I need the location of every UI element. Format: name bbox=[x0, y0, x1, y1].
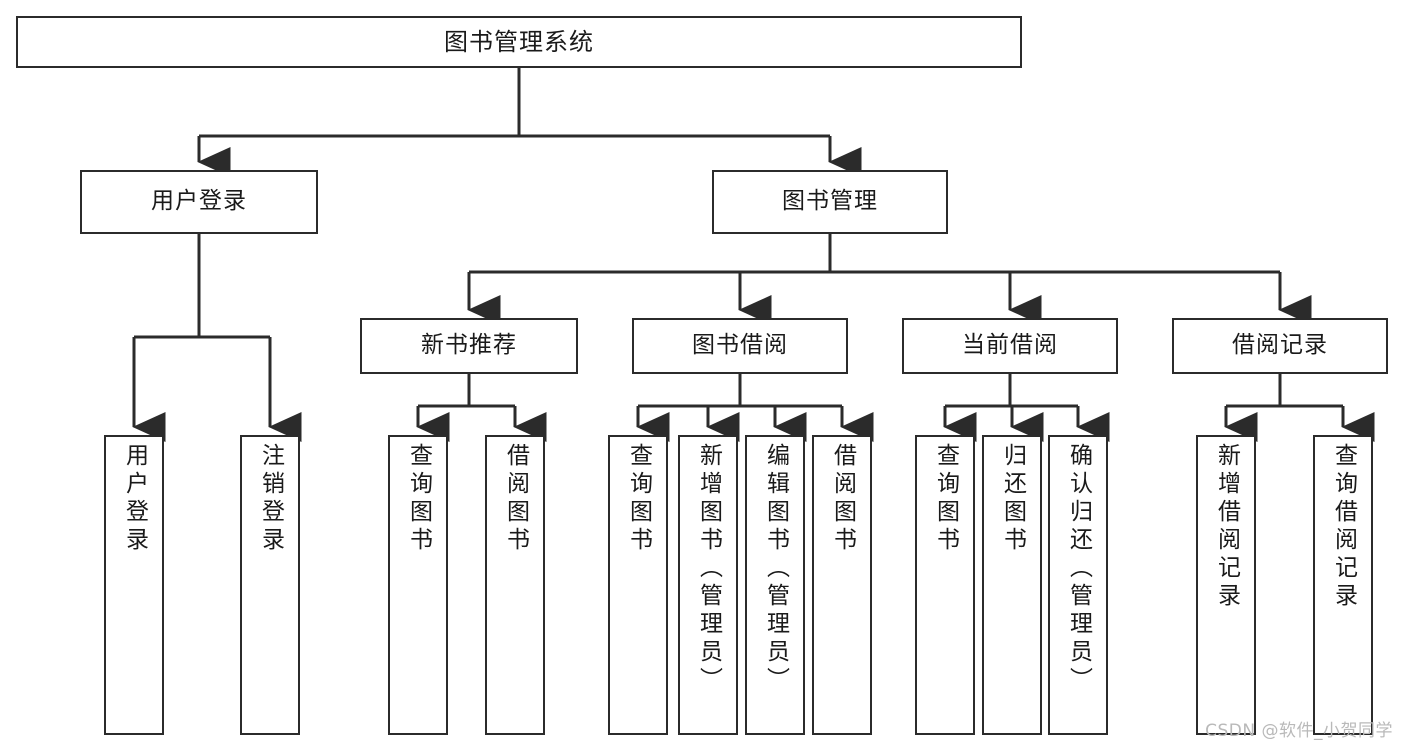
node-book-manage[interactable]: 图书管理 bbox=[712, 170, 948, 234]
node-leaf-query-book-1[interactable]: 查询图书 bbox=[388, 435, 448, 735]
node-borrow-record-label: 借阅记录 bbox=[1232, 332, 1328, 359]
node-book-borrow-label: 图书借阅 bbox=[692, 332, 788, 359]
node-leaf-borrow-book-1-label: 借阅图书 bbox=[502, 443, 529, 555]
node-leaf-user-login-label: 用户登录 bbox=[121, 443, 148, 555]
node-leaf-return-book[interactable]: 归还图书 bbox=[982, 435, 1042, 735]
node-leaf-query-book-1-label: 查询图书 bbox=[405, 443, 432, 555]
node-leaf-query-book-2[interactable]: 查询图书 bbox=[608, 435, 668, 735]
node-new-book-recommend[interactable]: 新书推荐 bbox=[360, 318, 578, 374]
node-root[interactable]: 图书管理系统 bbox=[16, 16, 1022, 68]
node-leaf-edit-book[interactable]: 编辑图书（管理员） bbox=[745, 435, 805, 735]
node-user-login[interactable]: 用户登录 bbox=[80, 170, 318, 234]
node-leaf-confirm-return-label: 确认归还（管理员） bbox=[1065, 443, 1092, 695]
node-leaf-add-record-label: 新增借阅记录 bbox=[1213, 443, 1240, 611]
node-leaf-add-record[interactable]: 新增借阅记录 bbox=[1196, 435, 1256, 735]
node-leaf-add-book-label: 新增图书（管理员） bbox=[695, 443, 722, 695]
node-leaf-borrow-book-2[interactable]: 借阅图书 bbox=[812, 435, 872, 735]
node-leaf-confirm-return[interactable]: 确认归还（管理员） bbox=[1048, 435, 1108, 735]
watermark: CSDN @软件_小贺同学 bbox=[1205, 721, 1393, 741]
node-root-label: 图书管理系统 bbox=[444, 27, 594, 56]
node-new-book-recommend-label: 新书推荐 bbox=[421, 332, 517, 359]
node-leaf-borrow-book-2-label: 借阅图书 bbox=[829, 443, 856, 555]
node-borrow-record[interactable]: 借阅记录 bbox=[1172, 318, 1388, 374]
node-user-login-label: 用户登录 bbox=[151, 188, 247, 215]
node-leaf-query-record[interactable]: 查询借阅记录 bbox=[1313, 435, 1373, 735]
node-book-manage-label: 图书管理 bbox=[782, 188, 878, 215]
node-leaf-query-book-3-label: 查询图书 bbox=[932, 443, 959, 555]
node-leaf-add-book[interactable]: 新增图书（管理员） bbox=[678, 435, 738, 735]
node-current-borrow-label: 当前借阅 bbox=[962, 332, 1058, 359]
node-book-borrow[interactable]: 图书借阅 bbox=[632, 318, 848, 374]
node-leaf-edit-book-label: 编辑图书（管理员） bbox=[762, 443, 789, 695]
node-current-borrow[interactable]: 当前借阅 bbox=[902, 318, 1118, 374]
node-leaf-borrow-book-1[interactable]: 借阅图书 bbox=[485, 435, 545, 735]
node-leaf-logout-label: 注销登录 bbox=[257, 443, 284, 555]
node-leaf-query-record-label: 查询借阅记录 bbox=[1330, 443, 1357, 611]
node-leaf-logout[interactable]: 注销登录 bbox=[240, 435, 300, 735]
node-leaf-return-book-label: 归还图书 bbox=[999, 443, 1026, 555]
node-leaf-query-book-2-label: 查询图书 bbox=[625, 443, 652, 555]
node-leaf-user-login[interactable]: 用户登录 bbox=[104, 435, 164, 735]
node-leaf-query-book-3[interactable]: 查询图书 bbox=[915, 435, 975, 735]
